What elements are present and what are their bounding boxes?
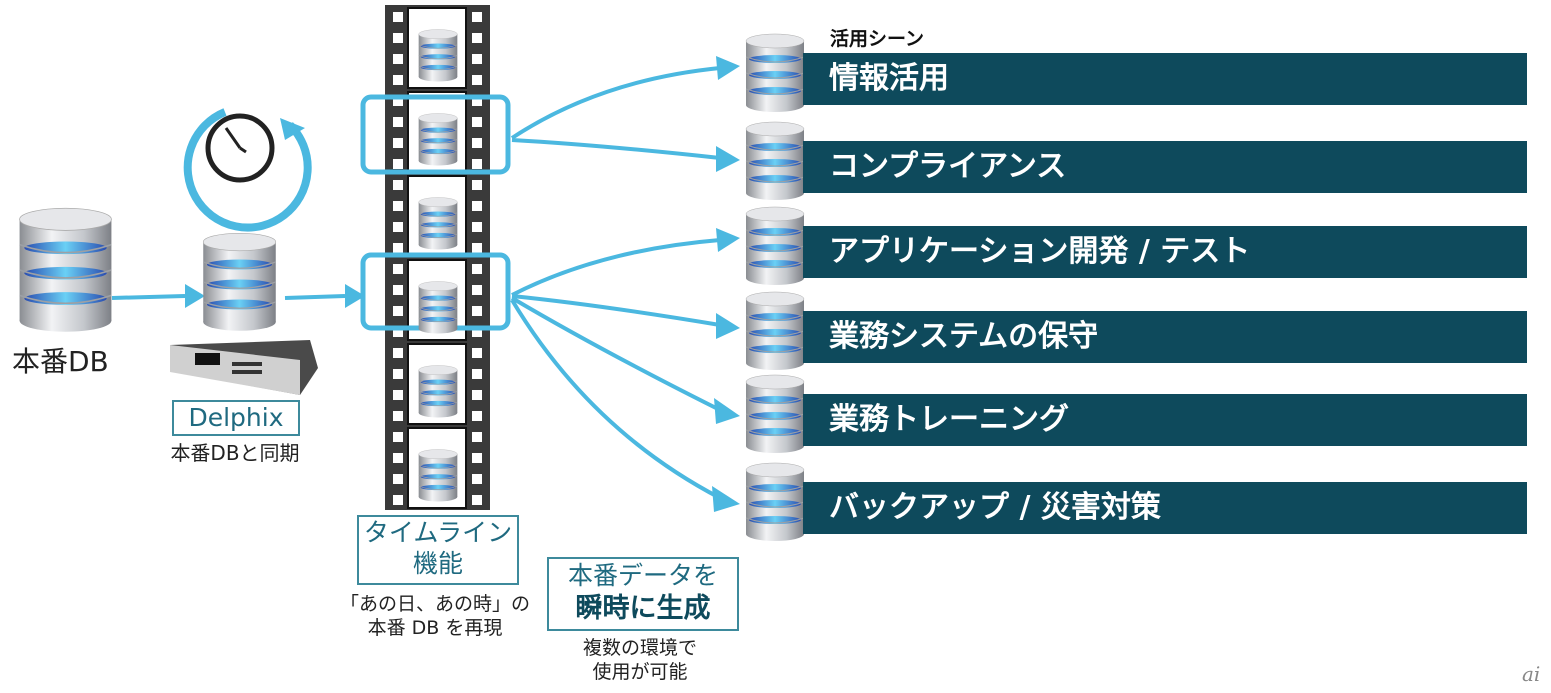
scenes-title: 活用シーン [830, 28, 925, 50]
instant-label: 本番データを 瞬時に生成 [547, 557, 739, 631]
snapshot-db-icon [418, 365, 458, 418]
scene-label: 業務システムの保守 [829, 319, 1099, 354]
scene-label: 情報活用 [829, 61, 949, 96]
timeline-highlight-1 [360, 94, 511, 175]
arrow-to-scene-1 [510, 66, 721, 140]
delphix-server-icon [170, 340, 318, 395]
timeline-caption: 「あの日、あの時」の 本番 DB を再現 [335, 592, 535, 640]
instant-caption-2: 使用が可能 [592, 661, 688, 683]
snapshot-db-icon [418, 281, 458, 334]
timeline-caption-2: 本番 DB を再現 [367, 617, 503, 639]
scene-bar: バックアップ / 災害対策 [803, 482, 1527, 534]
timeline-label: タイムライン 機能 [357, 515, 519, 585]
source-db-label: 本番DB [12, 345, 109, 378]
delphix-db-icon [202, 232, 277, 332]
scene-label: アプリケーション開発 / テスト [829, 234, 1251, 269]
instant-title-1: 本番データを [567, 561, 718, 590]
arrow-to-scene-5 [510, 296, 721, 412]
film-strip-icon [360, 5, 511, 510]
source-db-icon [18, 207, 113, 333]
scene-label: 業務トレーニング [829, 402, 1069, 437]
scene-db-icon [745, 33, 805, 113]
timeline-caption-1: 「あの日、あの時」の [339, 593, 530, 615]
snapshot-db-icon [418, 449, 458, 502]
scene-db-icon [745, 374, 805, 454]
arrow-to-scene-4 [511, 294, 721, 327]
scene-db-icon [745, 462, 805, 542]
timeline-title-1: タイムライン [363, 518, 513, 547]
scene-label: バックアップ / 災害対策 [829, 490, 1161, 525]
delphix-caption: 本番DBと同期 [170, 441, 300, 465]
scene-db-icon [745, 291, 805, 371]
scene-db-icon [745, 121, 805, 201]
instant-caption: 複数の環境で 使用が可能 [545, 636, 735, 684]
instant-title-2: 瞬時に生成 [575, 593, 711, 624]
instant-caption-1: 複数の環境で [582, 637, 697, 659]
arrow-source-to-delphix [111, 294, 186, 300]
scene-bar: コンプライアンス [803, 141, 1527, 193]
scene-db-icon [745, 206, 805, 286]
snapshot-db-icon [418, 197, 458, 250]
scene-bar: 情報活用 [803, 53, 1527, 105]
delphix-label: Delphix [172, 400, 300, 436]
arrow-delphix-to-timeline [284, 294, 346, 300]
scene-bar: 業務トレーニング [803, 394, 1527, 446]
arrow-to-scene-3 [511, 238, 721, 297]
arrow-to-scene-6 [510, 298, 721, 500]
scene-bar: 業務システムの保守 [803, 311, 1527, 363]
scene-label: コンプライアンス [829, 149, 1067, 184]
watermark: ai [1522, 662, 1541, 686]
snapshot-db-icon [418, 113, 458, 166]
timeline-title-2: 機能 [412, 549, 463, 578]
scene-bar: アプリケーション開発 / テスト [803, 226, 1527, 278]
clock-icon [183, 108, 312, 232]
snapshot-db-icon [418, 29, 458, 82]
arrow-to-scene-2 [511, 138, 721, 160]
